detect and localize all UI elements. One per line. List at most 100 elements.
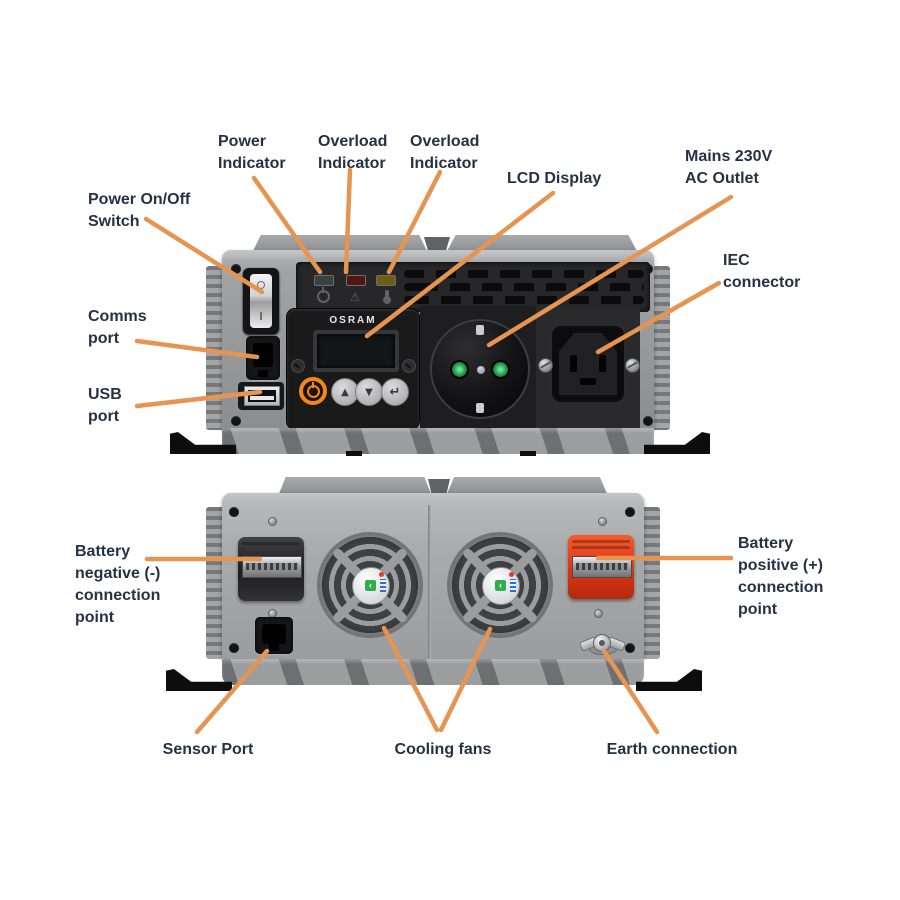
panel-screw xyxy=(594,609,603,618)
iec-recess xyxy=(536,306,640,430)
callout-label-battery-positive: Battery positive (+) connection point xyxy=(738,535,824,619)
heatsink-fins-right xyxy=(652,266,670,430)
jack-notch xyxy=(258,370,268,377)
fan-hub-sticker xyxy=(510,579,516,592)
iec-pin-slot xyxy=(599,355,606,372)
fan-hub: ‹ xyxy=(482,567,520,605)
callout-line-cooling-fan-left xyxy=(381,625,440,733)
callout-line-overload-indicator-2 xyxy=(386,169,443,275)
neutral-contact xyxy=(491,360,510,379)
heatsink-fins-left xyxy=(206,507,224,659)
cooling-fan: ‹ xyxy=(447,532,553,638)
earth-clip xyxy=(476,403,484,413)
terminal-clamp xyxy=(242,556,302,578)
up-button: ▲ xyxy=(331,378,359,406)
callout-label-earth-connection: Earth connection xyxy=(606,741,738,758)
callout-line-iec-connector xyxy=(595,280,722,355)
iec-pin-slot xyxy=(580,378,596,385)
corner-screw xyxy=(229,507,239,517)
brand-text: OSRAM xyxy=(329,315,377,326)
rear-panel-view: ‹ ‹ xyxy=(160,475,720,697)
callout-line-power-indicator xyxy=(251,175,323,275)
front-base xyxy=(222,428,654,454)
callout-line-usb-port xyxy=(134,389,263,409)
switch-on-mark xyxy=(260,312,262,320)
enter-icon: ↵ xyxy=(389,384,401,400)
base-stub xyxy=(520,451,536,456)
case-highlight xyxy=(222,250,654,260)
fan-hub: ‹ xyxy=(352,567,390,605)
cooling-fan: ‹ xyxy=(317,532,423,638)
callout-label-power-indicator: Power Indicator xyxy=(218,133,286,173)
iec-connector xyxy=(552,326,624,402)
terminal-groove xyxy=(572,540,630,543)
callout-line-lcd-display xyxy=(364,190,556,339)
case-highlight xyxy=(222,493,644,503)
case-top-notch xyxy=(428,479,450,496)
earth-clip xyxy=(476,325,484,335)
callout-label-lcd-display: LCD Display xyxy=(507,170,602,187)
corner-screw xyxy=(625,507,635,517)
callout-label-cooling-fans: Cooling fans xyxy=(394,741,492,758)
callout-line-earth-connection xyxy=(601,648,660,735)
callout-label-sensor-port: Sensor Port xyxy=(162,741,254,758)
battery-negative-terminal xyxy=(238,537,304,601)
warning-icon: ⚠ xyxy=(349,289,361,304)
fan-hub-sticker: ‹ xyxy=(365,580,376,591)
ventilation-slots xyxy=(404,265,644,309)
base-stub xyxy=(346,451,362,456)
fan-hub-sticker: ‹ xyxy=(495,580,506,591)
panel-screw xyxy=(291,359,305,373)
enter-button: ↵ xyxy=(381,378,409,406)
callout-label-comms-port: Comms port xyxy=(88,308,147,348)
case-top-molding xyxy=(446,477,608,496)
heatsink-fins-left xyxy=(206,266,224,430)
iec-face xyxy=(559,333,617,395)
fan-hub-sticker xyxy=(380,579,386,592)
jack-opening xyxy=(253,343,273,367)
callout-line-sensor-port xyxy=(194,648,270,735)
heatsink-fins-right xyxy=(642,507,660,659)
thermometer-icon xyxy=(380,288,394,305)
power-icon xyxy=(316,290,330,303)
vent-row xyxy=(404,296,644,304)
panel-screw xyxy=(268,517,277,526)
callout-line-mains-outlet xyxy=(486,194,734,348)
down-button: ▼ xyxy=(355,378,383,406)
panel-seam xyxy=(428,505,431,660)
fan-hub-sticker xyxy=(379,572,384,577)
iec-screw xyxy=(625,358,640,373)
corner-screw xyxy=(229,643,239,653)
fan-hub-sticker xyxy=(509,572,514,577)
corner-screw xyxy=(643,416,653,426)
control-panel: OSRAM ▲ ▼ ↵ xyxy=(286,308,420,430)
socket-screw xyxy=(477,366,485,374)
live-contact xyxy=(450,360,469,379)
callout-label-mains-outlet: Mains 230V AC Outlet xyxy=(685,148,773,188)
power-icon xyxy=(316,288,330,305)
power-led xyxy=(314,275,334,286)
callout-line-power-switch xyxy=(143,216,265,295)
panel-screw xyxy=(598,517,607,526)
overload-led xyxy=(346,275,366,286)
jack-notch xyxy=(269,644,279,651)
callout-line-overload-indicator-1 xyxy=(343,167,353,275)
iec-pin-slot xyxy=(570,355,577,372)
callout-line-cooling-fan-right xyxy=(438,626,493,733)
callout-label-iec-connector: IEC connector xyxy=(723,252,801,292)
callout-label-overload-indicator-1: Overload Indicator xyxy=(318,133,388,173)
case-top-molding xyxy=(278,477,432,496)
lcd-screen xyxy=(317,334,395,368)
indicator-vent-band: ⚠ xyxy=(296,262,650,312)
vent-row xyxy=(404,270,644,278)
iec-screw xyxy=(538,358,553,373)
panel-screw xyxy=(402,359,416,373)
temperature-led xyxy=(376,275,396,286)
corner-screw xyxy=(231,416,241,426)
callout-label-usb-port: USB port xyxy=(88,386,122,426)
lcd-display xyxy=(313,330,399,372)
corner-screw xyxy=(625,643,635,653)
callout-label-power-switch: Power On/Off Switch xyxy=(88,191,191,231)
switch-off-mark xyxy=(257,281,265,289)
